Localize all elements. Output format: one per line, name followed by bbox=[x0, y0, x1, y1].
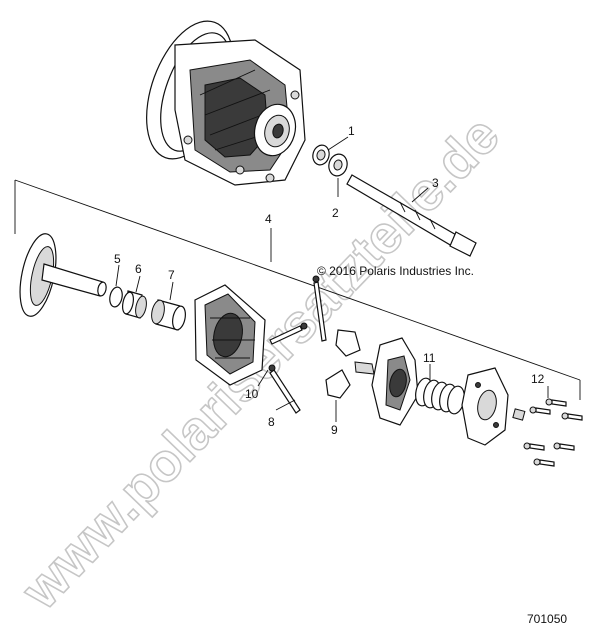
copyright-notice: © 2016 Polaris Industries Inc. bbox=[317, 264, 474, 278]
callout-2: 2 bbox=[332, 206, 339, 220]
callout-9: 9 bbox=[331, 423, 338, 437]
pin-10-illustration bbox=[269, 275, 327, 345]
bolt-3-illustration bbox=[346, 174, 477, 257]
bushing-7-illustration bbox=[151, 299, 186, 331]
washer-1-illustration bbox=[312, 144, 330, 166]
callout-10: 10 bbox=[245, 387, 259, 401]
screws-12-illustration bbox=[512, 398, 583, 467]
callout-4: 4 bbox=[265, 212, 272, 226]
callout-12: 12 bbox=[531, 372, 545, 386]
callout-11: 11 bbox=[423, 351, 436, 365]
assembly-bracket-4 bbox=[14, 179, 581, 400]
pin-8-illustration bbox=[268, 364, 301, 414]
cover-plate-illustration bbox=[461, 367, 509, 446]
washer-2-illustration bbox=[328, 153, 348, 177]
callout-7: 7 bbox=[168, 268, 175, 282]
sheave-shaft-illustration bbox=[19, 233, 107, 317]
spider-11-illustration bbox=[371, 337, 419, 426]
figure-number: 701050 bbox=[527, 612, 567, 626]
callout-3: 3 bbox=[432, 176, 439, 190]
callout-8: 8 bbox=[268, 415, 275, 429]
moveable-sheave-illustration bbox=[194, 284, 266, 386]
spring-11-illustration bbox=[415, 377, 465, 415]
callout-5: 5 bbox=[114, 252, 121, 266]
callout-1: 1 bbox=[348, 124, 355, 138]
weight-9-illustration bbox=[325, 329, 375, 399]
snap-ring-5-illustration bbox=[109, 286, 123, 308]
clutch-assembly-illustration bbox=[146, 20, 306, 186]
bearing-6-illustration bbox=[122, 290, 147, 319]
callout-6: 6 bbox=[135, 262, 142, 276]
